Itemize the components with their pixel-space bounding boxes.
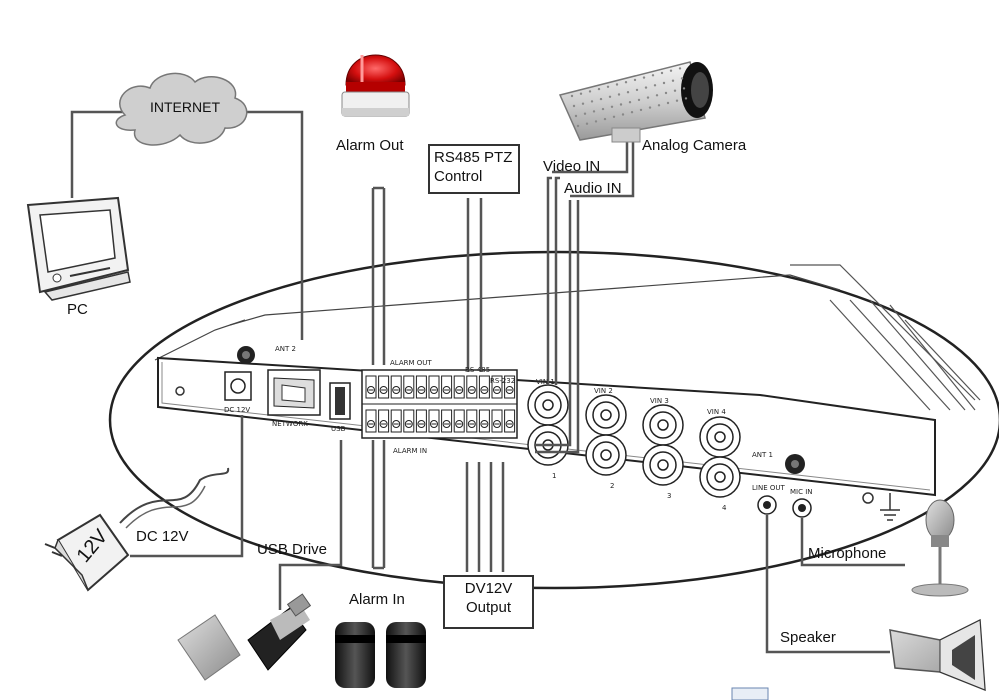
panel-rs485: RS-485: [465, 366, 491, 374]
alarm-out-label: Alarm Out: [336, 137, 404, 154]
network-port: [267, 369, 321, 416]
panel-num1: 1: [552, 472, 557, 480]
bnc-connector: [642, 444, 684, 486]
analog-camera-icon: [558, 61, 713, 143]
terminal-screw: [504, 375, 516, 399]
panel-rs232: RS-232: [490, 377, 516, 385]
audio-in-label: Audio IN: [564, 180, 622, 197]
speaker-icon: [889, 618, 986, 692]
bnc-connector: [585, 434, 627, 476]
terminal-screw: [415, 375, 427, 399]
bnc-connector: [585, 394, 627, 436]
microphone-icon: [911, 499, 969, 597]
terminal-screw: [428, 409, 440, 433]
terminal-screw: [491, 375, 503, 399]
panel-num4: 4: [722, 504, 727, 512]
bnc-connector: [699, 416, 741, 458]
terminal-screw: [390, 409, 402, 433]
pc-label: PC: [67, 301, 88, 318]
panel-mic-in: MIC IN: [790, 488, 813, 496]
terminal-screw: [466, 409, 478, 433]
usb-drive-icon: [177, 593, 312, 681]
panel-ant1: ANT 1: [752, 451, 773, 459]
terminal-screw: [403, 375, 415, 399]
mic-in-jack: [792, 498, 812, 518]
panel-ant2: ANT 2: [275, 345, 296, 353]
window-icon: [731, 687, 769, 700]
alarm-sensor-icon: [335, 622, 426, 688]
microphone-label: Microphone: [808, 545, 887, 562]
alarm-beacon-icon: [341, 54, 410, 117]
terminal-screw: [478, 409, 490, 433]
usb-drive-label: USB Drive: [257, 541, 328, 558]
panel-alarm-out: ALARM OUT: [390, 359, 432, 367]
terminal-screw: [478, 375, 490, 399]
terminal-screw: [441, 375, 453, 399]
alarm-in-label: Alarm In: [349, 591, 405, 608]
pc-monitor-icon: [26, 196, 131, 301]
bnc-connector: [527, 384, 569, 426]
terminal-screw: [365, 375, 377, 399]
panel-dc12v: DC 12V: [224, 406, 251, 414]
ant2-connector: [237, 346, 255, 364]
rs485-ptz-box: RS485 PTZ Control: [428, 144, 520, 194]
bnc-connector: [699, 456, 741, 498]
terminal-screws: [365, 375, 516, 433]
terminal-screw: [378, 375, 390, 399]
panel-network: NETWORK: [272, 420, 308, 428]
dc-jack: [224, 371, 252, 401]
terminal-screw: [491, 409, 503, 433]
terminal-screw: [365, 409, 377, 433]
bnc-connectors: [527, 384, 741, 498]
analog-camera-label: Analog Camera: [642, 137, 747, 154]
terminal-screw: [441, 409, 453, 433]
terminal-screw: [415, 409, 427, 433]
terminal-screw: [504, 409, 516, 433]
internet-cloud-icon: [115, 72, 248, 146]
panel-vin2: VIN 2: [594, 387, 613, 395]
connection-wires: [70, 110, 905, 654]
usb-port: [329, 382, 351, 420]
ant1-connector: [785, 454, 805, 474]
panel-vin3: VIN 3: [650, 397, 669, 405]
terminal-screw: [453, 375, 465, 399]
terminal-screw: [378, 409, 390, 433]
terminal-screw: [466, 375, 478, 399]
video-in-label: Video IN: [543, 158, 601, 175]
power-adapter-icon: [44, 467, 230, 592]
dv12v-line2: Output: [465, 599, 512, 616]
terminal-screw: [403, 409, 415, 433]
panel-num3: 3: [667, 492, 672, 500]
panel-vin4: VIN 4: [707, 408, 726, 416]
dc12v-label: DC 12V: [136, 528, 189, 545]
line-out-jack: [757, 495, 777, 515]
terminal-screw: [390, 375, 402, 399]
panel-num2: 2: [610, 482, 615, 490]
panel-alarm-in: ALARM IN: [393, 447, 428, 455]
panel-usb: USB: [331, 425, 346, 433]
rs485-ptz-line1: RS485 PTZ: [434, 149, 513, 166]
panel-vin1: VIN 1: [536, 378, 555, 386]
dv12v-output-box: DV12V Output: [443, 575, 534, 629]
rs485-ptz-line2: Control: [434, 168, 483, 185]
panel-line-out: LINE OUT: [752, 484, 785, 492]
internet-label: INTERNET: [150, 99, 220, 115]
speaker-label: Speaker: [780, 629, 836, 646]
terminal-screw: [453, 409, 465, 433]
dv12v-line1: DV12V: [464, 580, 513, 597]
bnc-connector: [642, 404, 684, 446]
terminal-screw: [428, 375, 440, 399]
